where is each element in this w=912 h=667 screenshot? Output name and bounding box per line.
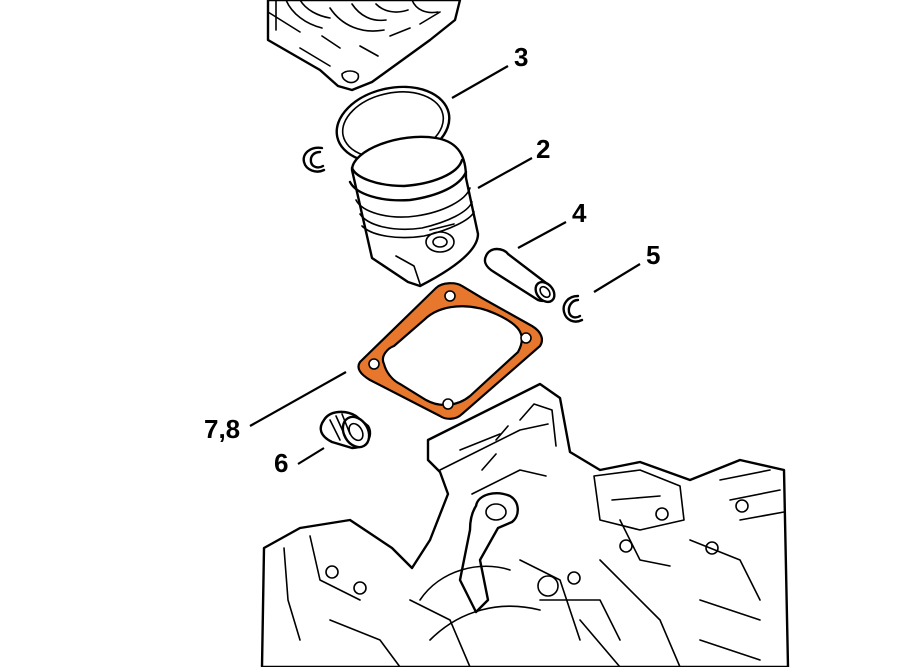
callout-label-6: 6	[274, 448, 288, 478]
cylinder-gasket-part	[357, 282, 543, 420]
callout-label-4: 4	[572, 198, 587, 228]
callout-label-5: 5	[646, 240, 660, 270]
callout-label-2: 2	[536, 134, 550, 164]
piston-pin-part	[483, 247, 556, 304]
leader-line-5	[593, 263, 641, 293]
circlip-right-part	[562, 294, 584, 323]
callout-label-3: 3	[514, 42, 528, 72]
needle-cage-part	[319, 410, 372, 450]
piston-part	[348, 135, 480, 288]
leader-line-6	[297, 447, 325, 465]
leader-line-78	[249, 371, 347, 427]
circlip-left-part	[302, 146, 326, 173]
crankcase-part	[260, 382, 790, 667]
callout-label-78: 7,8	[204, 414, 240, 444]
leader-line-2	[477, 157, 533, 189]
leader-line-3	[451, 65, 509, 99]
leader-line-4	[517, 221, 567, 249]
cylinder-part	[266, 0, 462, 92]
